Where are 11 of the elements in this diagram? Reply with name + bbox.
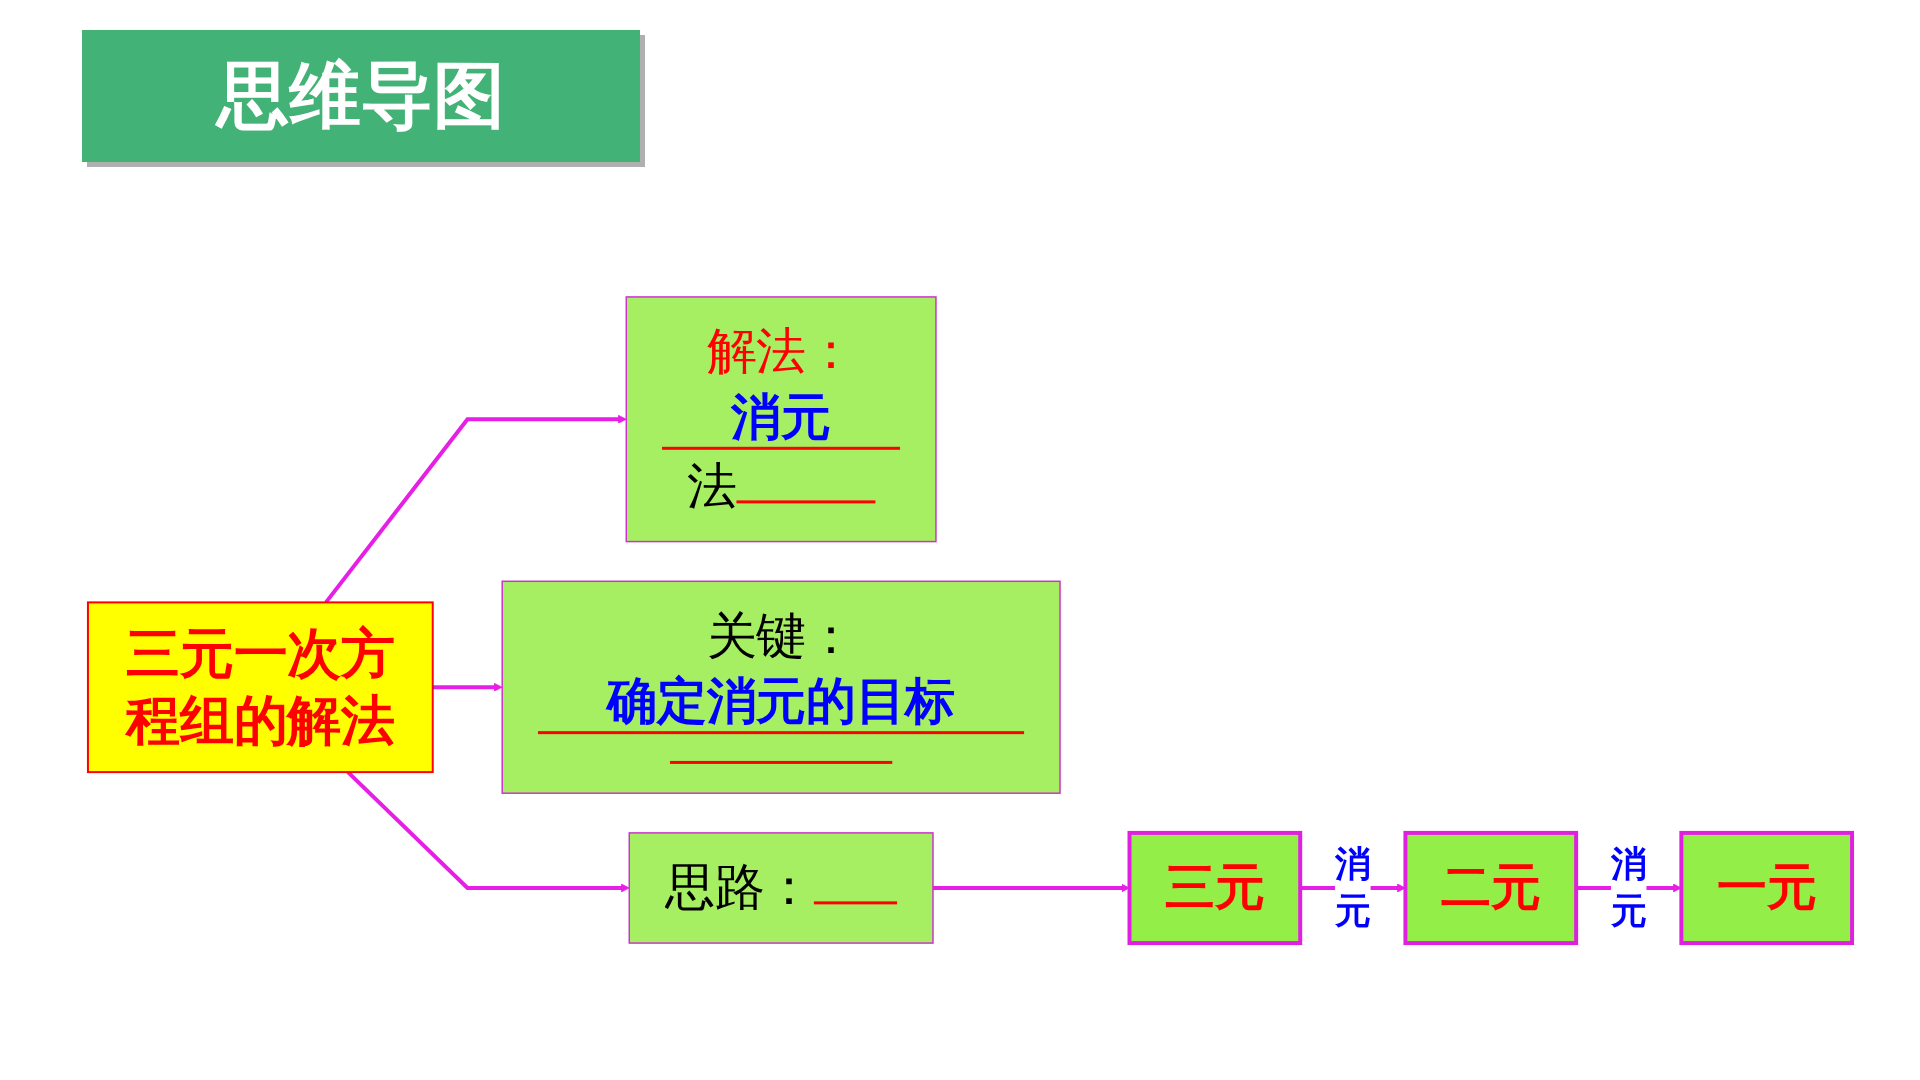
- arrow: [324, 414, 627, 604]
- node-box: 三元一次方程组的解法: [86, 601, 434, 774]
- edge-label: 消元: [1334, 843, 1371, 931]
- arrow: [432, 682, 503, 692]
- node-box: 二元: [1403, 830, 1579, 946]
- node-box: 三元: [1127, 830, 1303, 946]
- edge-label: 消元: [1610, 843, 1647, 931]
- node-box: 关键： 确定消元的目标: [501, 580, 1061, 794]
- node-box: 思路：: [628, 832, 934, 944]
- node-box: 解法： 消元 法: [625, 296, 937, 543]
- node-box: 一元: [1679, 830, 1855, 946]
